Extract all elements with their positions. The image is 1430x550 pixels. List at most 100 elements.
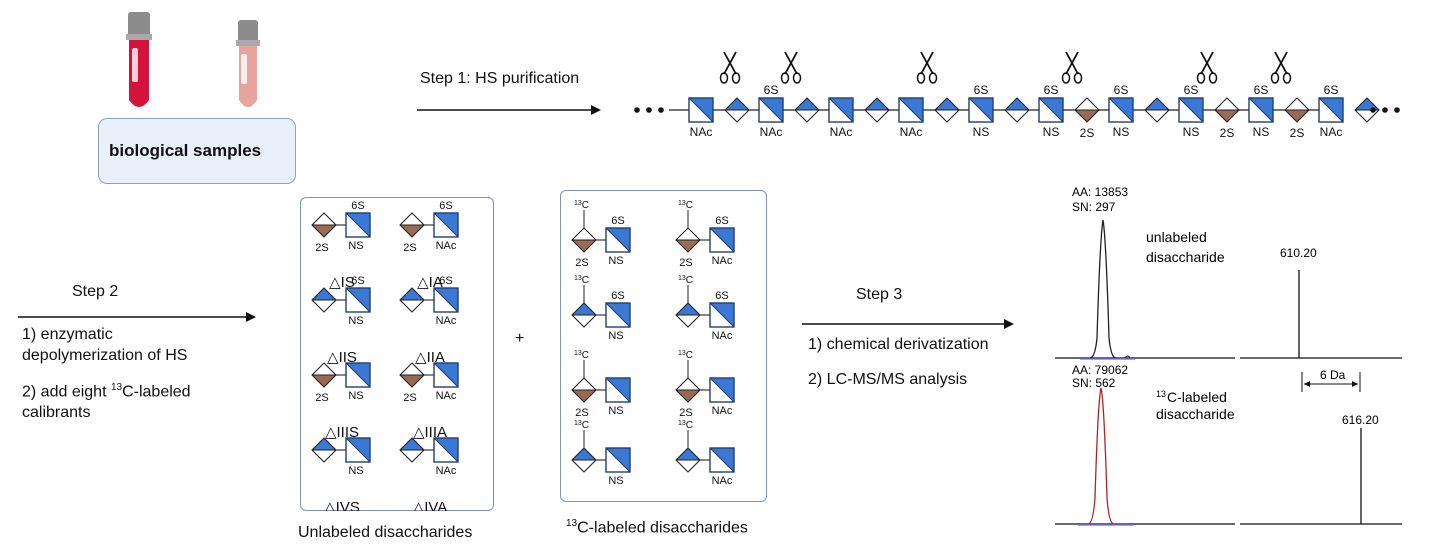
- chain-diamond-3: [794, 97, 820, 123]
- chain-square-0: [688, 97, 714, 123]
- unlabeled-glucosamine-3: [433, 287, 459, 313]
- step2-item2-post: C-labeled: [122, 383, 191, 401]
- chain-diamond-5: [864, 97, 890, 123]
- unlabeled-6s-3: 6S: [439, 275, 452, 287]
- chain-square-label-0: NAc: [690, 125, 713, 139]
- step3-label: Step 3: [856, 286, 903, 303]
- labeled-13c-7: 13C: [678, 420, 693, 431]
- chain-diamond-15: [1214, 97, 1240, 123]
- unlabeled-name-3: △IIA: [415, 349, 445, 366]
- bottom-chrom-peak: [1087, 387, 1115, 525]
- sample-tubes-illustration: [126, 12, 260, 107]
- chain-dot-right-0: [1370, 107, 1376, 113]
- unlabeled-n-7: NAc: [436, 465, 457, 477]
- chain-square-label-10: NS: [1043, 125, 1060, 139]
- chain-square-label-6: NAc: [900, 125, 923, 139]
- labeled-glucosamine-6: [605, 447, 631, 473]
- unlabeled-name-5: △IIIA: [413, 424, 447, 441]
- labeled-n-0: NS: [608, 255, 623, 267]
- labeled-caption: 13C-labeled disaccharides: [566, 518, 748, 537]
- labeled-uronic-7: [675, 447, 701, 473]
- chain-diamond-1: [724, 97, 750, 123]
- unlabeled-2s-5: 2S: [403, 392, 416, 404]
- labeled-glucosamine-0: [605, 227, 631, 253]
- unlabeled-2s-0: 2S: [315, 242, 328, 254]
- step2-item2-line2: calibrants: [22, 404, 91, 422]
- chain-diamond-13: [1144, 97, 1170, 123]
- chain-square-2: [758, 97, 784, 123]
- unlabeled-uronic-4: [311, 362, 337, 388]
- mass-diff-indicator: 6 Da: [1301, 368, 1361, 392]
- unlabeled-name-1: △IA: [417, 274, 443, 291]
- chain-square-18: [1318, 97, 1344, 123]
- labeled-13c-1: 13C: [678, 200, 693, 211]
- unlabeled-glucosamine-4: [345, 362, 371, 388]
- unlabeled-disaccharide-7: NAc △IVA: [399, 437, 459, 511]
- chain-square-12: [1108, 97, 1134, 123]
- labeled-glucosamine-3: [709, 302, 735, 328]
- labeled-2s-0: 2S: [575, 257, 588, 269]
- unlabeled-disaccharide-6: NS△IVS: [311, 437, 371, 511]
- unlabeled-uronic-3: [399, 287, 425, 313]
- labeled-glucosamine-2: [605, 302, 631, 328]
- chain-square-label-14: NS: [1183, 125, 1200, 139]
- unlabeled-glucosamine-7: [433, 437, 459, 463]
- labeled-uronic-4: [571, 377, 597, 403]
- labeled-n-2: NS: [608, 330, 623, 342]
- chain-diamond-7: [934, 97, 960, 123]
- chain-square-top-14: 6S: [1184, 83, 1199, 97]
- unlabeled-uronic-1: [399, 212, 425, 238]
- unlabeled-name-7: △IVA: [413, 499, 448, 511]
- chain-diamond-label-11: 2S: [1080, 126, 1095, 140]
- top-spectrum: 610.20: [1240, 246, 1402, 359]
- labeled-13c-0: 13C: [574, 200, 589, 211]
- chain-square-16: [1248, 97, 1274, 123]
- bottom-label-sup: 13: [1156, 389, 1166, 399]
- chain-diamond-17: [1284, 97, 1310, 123]
- unlabeled-name-2: △IIS: [327, 349, 357, 366]
- step2-item2-pre: 2) add eight: [22, 383, 111, 401]
- chain-square-label-12: NS: [1113, 125, 1130, 139]
- labeled-n-6: NS: [608, 475, 623, 487]
- step3-arrow: [802, 319, 1014, 329]
- labeled-n-4: NS: [608, 405, 623, 417]
- step2-item2-line1: 2) add eight 13C-labeled: [22, 377, 191, 402]
- step3-item1: 1) chemical derivatization: [808, 336, 989, 353]
- labeled-2s-5: 2S: [679, 407, 692, 419]
- labeled-2s-4: 2S: [575, 407, 588, 419]
- unlabeled-uronic-5: [399, 362, 425, 388]
- unlabeled-glucosamine-1: [433, 212, 459, 238]
- top-chrom-peak: [1089, 219, 1117, 359]
- unlabeled-name-4: △IIIS: [325, 424, 359, 441]
- labeled-glucosamine-4: [605, 377, 631, 403]
- unlabeled-caption: Unlabeled disaccharides: [298, 524, 473, 541]
- step2-arrow: [18, 312, 256, 322]
- labeled-13c-2: 13C: [574, 275, 589, 286]
- unlabeled-uronic-2: [311, 287, 337, 313]
- tube-dark-icon: [126, 12, 152, 107]
- unlabeled-glucosamine-5: [433, 362, 459, 388]
- chain-square-label-16: NS: [1253, 125, 1270, 139]
- ms-plots: AA: 13853 SN: 297 unlabeled disaccharide…: [1055, 185, 1402, 526]
- step1-arrow: [417, 105, 601, 115]
- step2-item1: 1) enzymatic depolymerization of HS: [22, 324, 187, 366]
- unlabeled-glucosamine-6: [345, 437, 371, 463]
- step1-label: Step 1: HS purification: [420, 70, 580, 87]
- chain-square-top-12: 6S: [1114, 83, 1129, 97]
- labeled-6s-1: 6S: [715, 215, 728, 227]
- chain-diamond-label-17: 2S: [1290, 126, 1305, 140]
- chain-dot-left-0: [634, 107, 640, 113]
- unlabeled-n-4: NS: [348, 390, 363, 402]
- chain-dot-left-2: [658, 107, 664, 113]
- chain-square-top-16: 6S: [1254, 83, 1269, 97]
- chain-square-top-8: 6S: [974, 83, 989, 97]
- unlabeled-n-6: NS: [348, 465, 363, 477]
- labeled-uronic-2: [571, 302, 597, 328]
